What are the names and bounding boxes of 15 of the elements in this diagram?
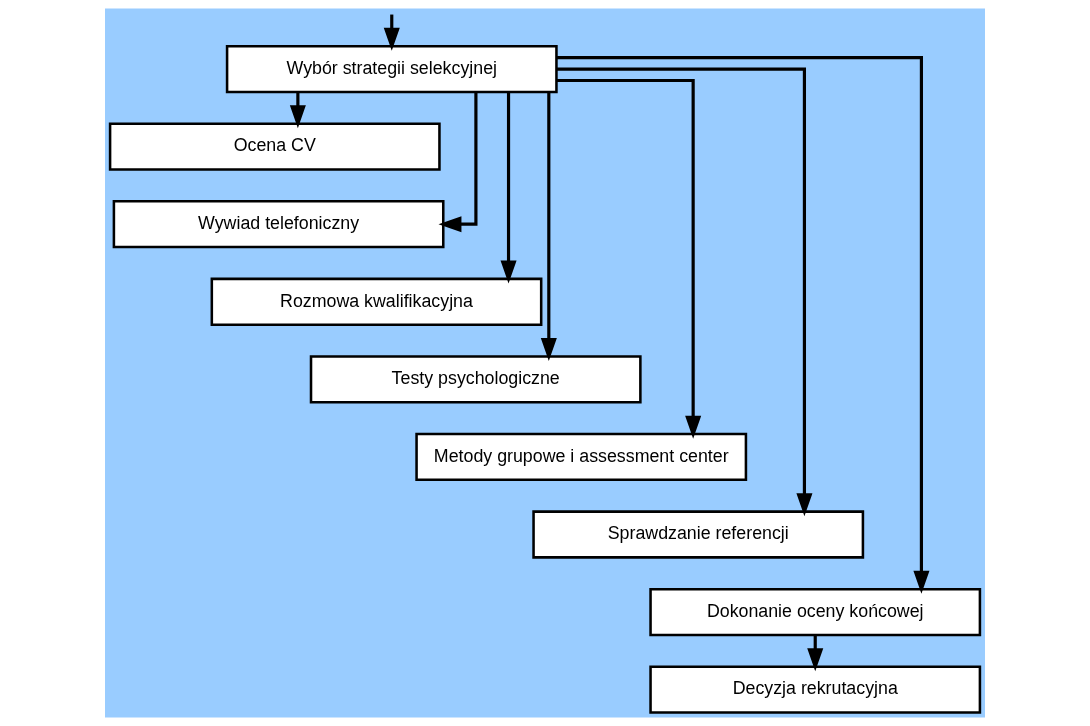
node-box: Wybór strategii selekcyjnej — [225, 44, 558, 94]
node-box: Wywiad telefoniczny — [112, 200, 445, 249]
arrow — [556, 78, 702, 439]
arrow — [500, 92, 517, 284]
arrow — [438, 91, 478, 233]
arrow — [556, 56, 930, 594]
arrow — [556, 67, 813, 517]
node-box: Sprawdzanie referencji — [532, 510, 865, 559]
node-box: Testy psychologiczne — [309, 355, 642, 404]
node-box: Metody grupowe i assessment center — [415, 432, 748, 482]
node-box: Rozmowa kwalifikacyjna — [210, 277, 543, 326]
node-box: Decyzja rekrutacyjna — [649, 665, 982, 714]
node-box: Ocena CV — [108, 122, 441, 171]
arrow — [540, 92, 557, 361]
node-box: Dokonanie oceny końcowej — [649, 587, 982, 637]
